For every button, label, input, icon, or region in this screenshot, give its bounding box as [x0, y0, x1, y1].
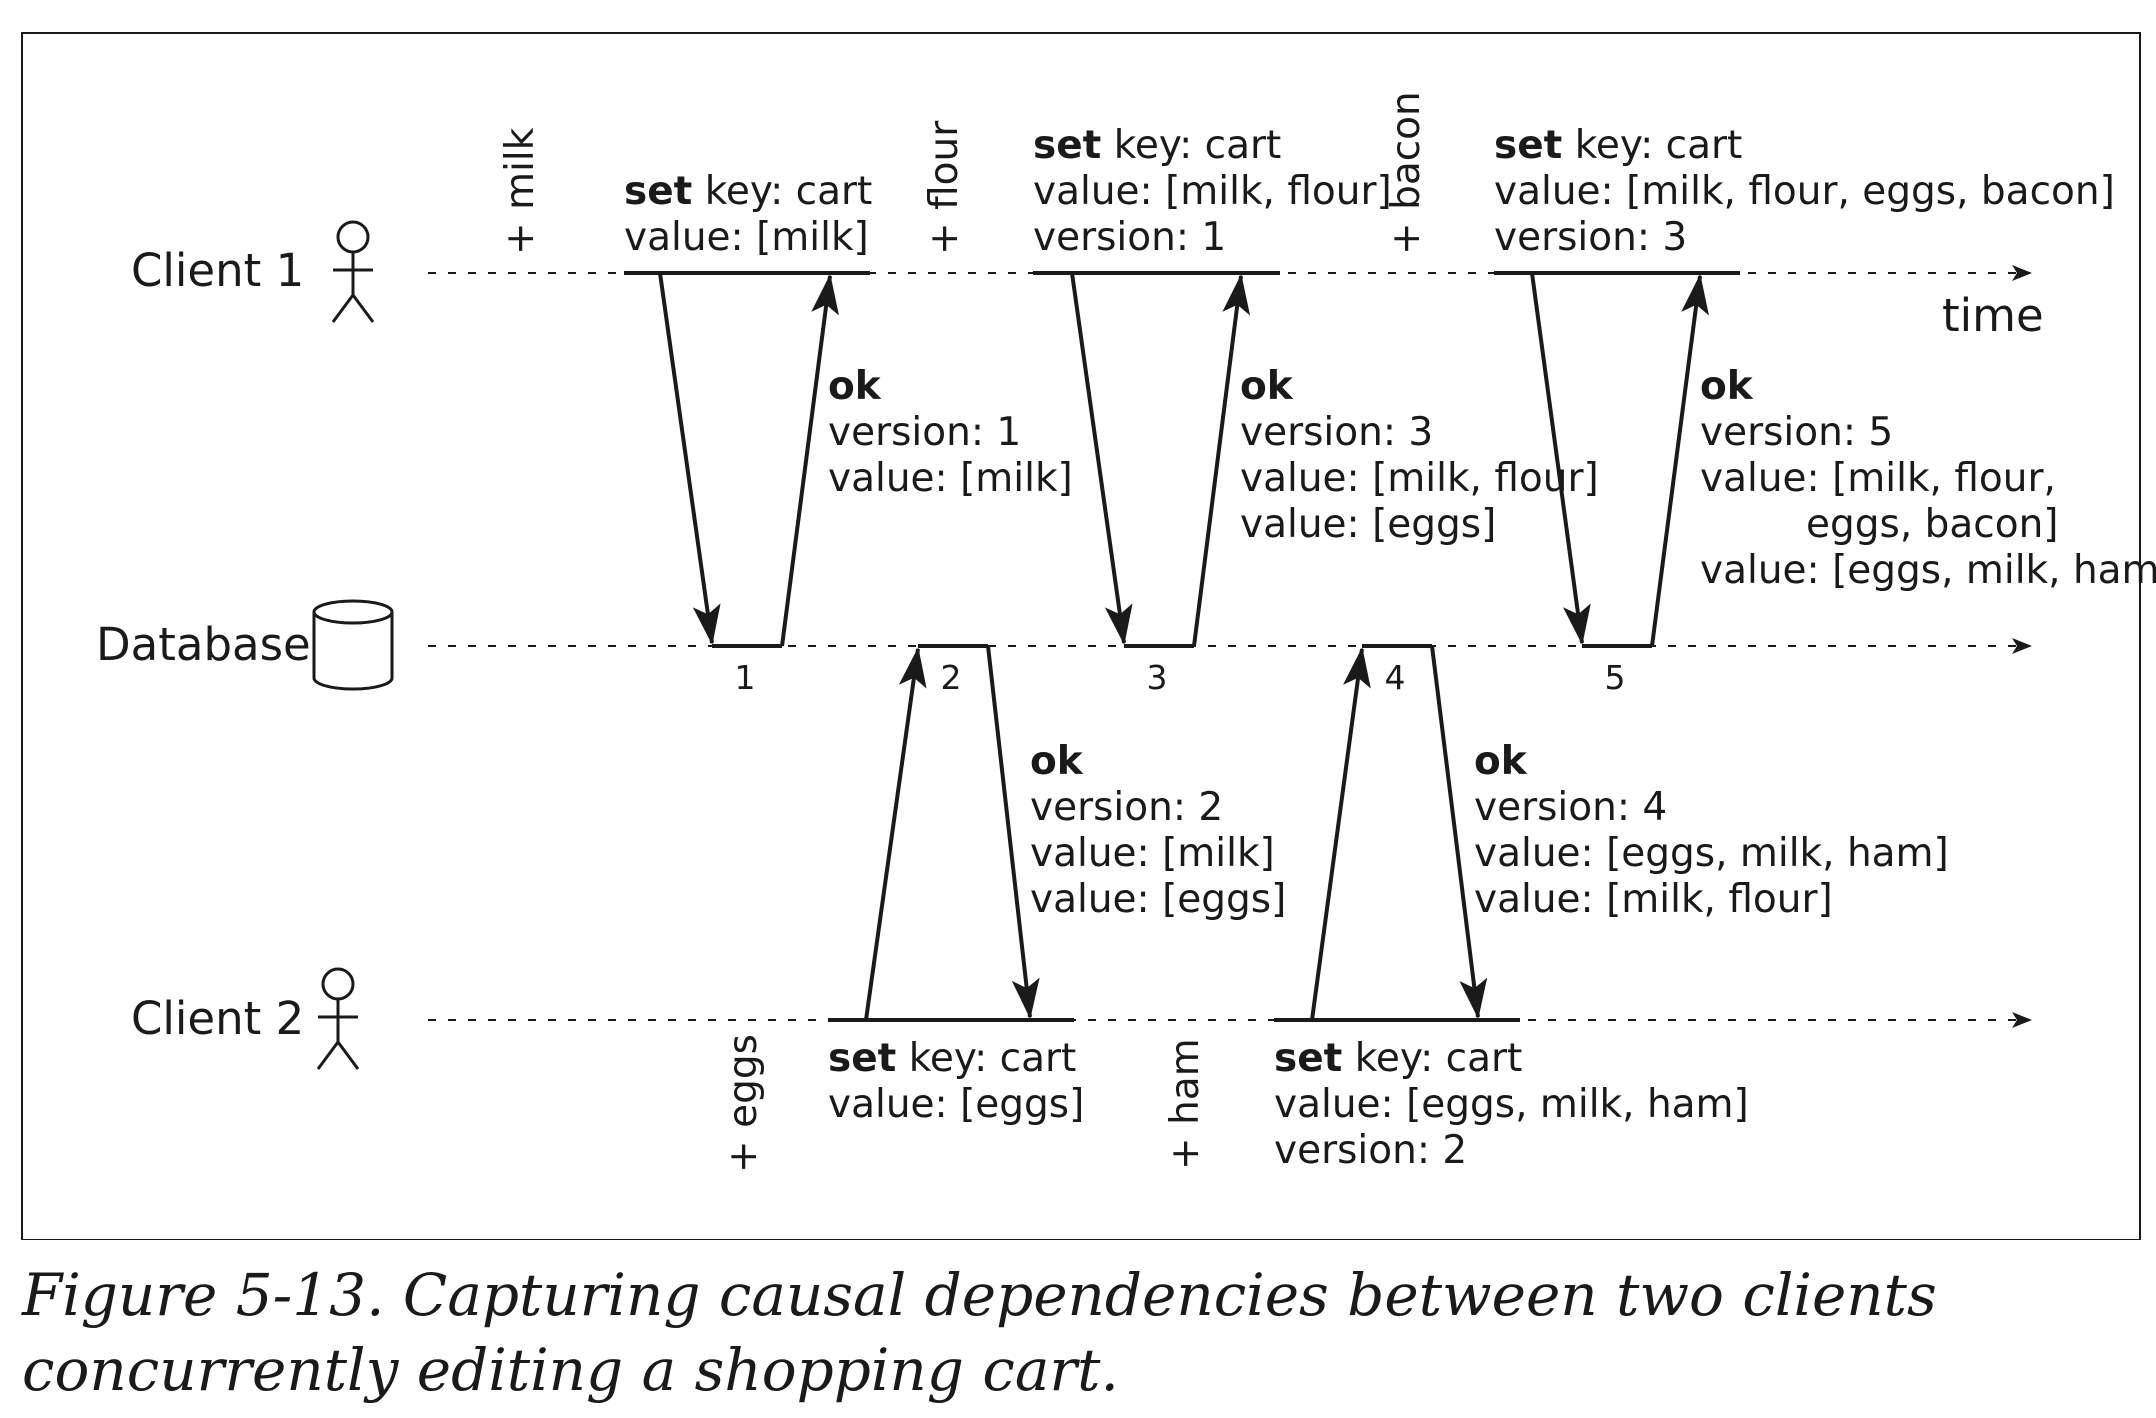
response-line: version: 3 [1240, 410, 1433, 455]
client2-stick-figure-icon [316, 967, 360, 1070]
set-request-line: value: [milk, flour, eggs, bacon] [1494, 169, 2115, 214]
ok-response-label: ok [828, 364, 882, 409]
client2-label: Client 2 [131, 992, 304, 1045]
item-label-eggs: + eggs [721, 1034, 766, 1173]
request-arrow [1070, 272, 1133, 645]
db-version-number: 3 [1147, 658, 1168, 697]
set-request-line: value: [eggs, milk, ham] [1274, 1082, 1749, 1127]
set-request-label: set key: cart [1494, 123, 1742, 168]
client1-stick-figure-icon [331, 220, 375, 323]
response-line: version: 2 [1030, 785, 1223, 830]
response-line: value: [eggs, milk, ham] [1474, 831, 1949, 876]
request-arrow [658, 272, 721, 645]
ok-response-label: ok [1240, 364, 1294, 409]
set-request-label: set key: cart [1274, 1036, 1522, 1081]
set-request-label: set key: cart [624, 169, 872, 214]
db-version-number: 5 [1605, 658, 1626, 697]
set-request-line: version: 3 [1494, 215, 1687, 260]
response-line: value: [milk, flour] [1474, 877, 1833, 922]
set-request-line: version: 2 [1274, 1128, 1467, 1173]
item-label-bacon: + bacon [1384, 91, 1429, 255]
item-label-milk: + milk [498, 127, 543, 255]
response-line: version: 5 [1700, 410, 1893, 455]
response-arrow [986, 645, 1040, 1019]
response-line: value: [eggs] [1030, 877, 1286, 922]
set-request-label: set key: cart [828, 1036, 1076, 1081]
set-request-line: value: [eggs] [828, 1082, 1084, 1127]
response-line: eggs, bacon] [1806, 502, 2059, 547]
set-request-line: version: 1 [1033, 215, 1226, 260]
database-label: Database [96, 618, 311, 671]
item-label-ham: + ham [1163, 1038, 1208, 1170]
db-version-number: 1 [735, 658, 756, 697]
response-line: value: [eggs, milk, ham] [1700, 548, 2156, 593]
ok-response-label: ok [1030, 739, 1084, 784]
response-line: value: [eggs] [1240, 502, 1496, 547]
request-arrow [1310, 647, 1371, 1021]
set-request-line: value: [milk, flour] [1033, 169, 1392, 214]
response-arrow [1430, 645, 1488, 1019]
response-line: value: [milk] [1030, 831, 1275, 876]
database-cylinder-icon [312, 599, 394, 691]
response-line: value: [milk, flour, [1700, 456, 2056, 501]
request-arrow [864, 647, 927, 1021]
ok-response-label: ok [1700, 364, 1754, 409]
item-label-flour: + flour [922, 120, 967, 255]
response-line: version: 4 [1474, 785, 1667, 830]
response-arrow [1650, 274, 1709, 647]
db-version-number: 4 [1385, 658, 1406, 697]
request-response-flows [624, 271, 1740, 1022]
db-version-numbers: 1 2 3 4 5 [735, 658, 1626, 697]
request-arrow [1530, 272, 1591, 645]
figure-caption: Figure 5-13. Capturing causal dependenci… [22, 1261, 1937, 1404]
set-request-label: set key: cart [1033, 123, 1281, 168]
ok-response-label: ok [1474, 739, 1528, 784]
set-request-line: value: [milk] [624, 215, 869, 260]
client1-label: Client 1 [131, 244, 304, 297]
db-version-number: 2 [941, 658, 962, 697]
response-line: value: [milk] [828, 456, 1073, 501]
response-line: version: 1 [828, 410, 1021, 455]
causal-dependencies-diagram: Client 1 Database Client 2 time [21, 32, 2156, 1240]
time-label: time [1942, 289, 2044, 342]
response-line: value: [milk, flour] [1240, 456, 1599, 501]
response-arrow [780, 274, 839, 647]
figure-frame [21, 32, 2141, 1240]
response-arrow [1192, 274, 1251, 647]
